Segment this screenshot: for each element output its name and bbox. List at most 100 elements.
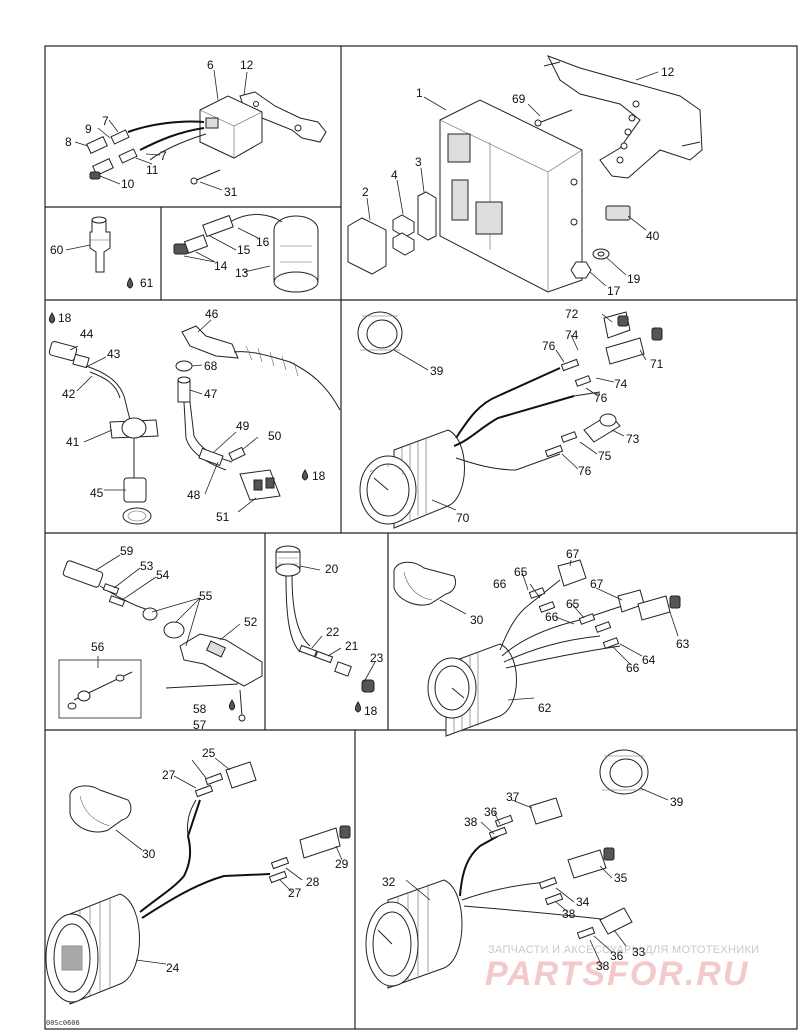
callout-70: 70 xyxy=(456,511,470,525)
callout-69: 69 xyxy=(512,92,526,106)
callout-66b: 66 xyxy=(545,610,559,624)
callout-38: 38 xyxy=(464,815,478,829)
callout-7: 7 xyxy=(102,114,109,128)
callout-67b: 67 xyxy=(590,577,604,591)
callout-61: 61 xyxy=(140,276,154,290)
callout-76b: 76 xyxy=(594,391,608,405)
callout-41: 41 xyxy=(66,435,80,449)
callout-62: 62 xyxy=(538,701,552,715)
callout-24: 24 xyxy=(166,961,180,975)
panel-gauge-24 xyxy=(45,757,351,1005)
callout-30b: 30 xyxy=(142,847,156,861)
callout-56: 56 xyxy=(91,640,105,654)
callout-55: 55 xyxy=(199,589,213,603)
callout-25: 25 xyxy=(202,746,216,760)
callout-63: 63 xyxy=(676,637,690,651)
callout-11: 11 xyxy=(146,163,159,177)
callout-74b: 74 xyxy=(614,377,628,391)
callout-47: 47 xyxy=(204,387,218,401)
callout-42: 42 xyxy=(62,387,76,401)
callout-31: 31 xyxy=(224,185,238,199)
callout-60: 60 xyxy=(50,243,64,257)
callout-75: 75 xyxy=(598,449,612,463)
callout-4: 4 xyxy=(391,168,398,182)
callout-35: 35 xyxy=(614,871,628,885)
panel-module-small xyxy=(74,69,327,191)
callout-40: 40 xyxy=(646,229,660,243)
callout-28: 28 xyxy=(306,875,320,889)
callout-21: 21 xyxy=(345,639,359,653)
callout-9: 9 xyxy=(85,122,92,136)
drawing-reference: 00Sc0606 xyxy=(46,1019,80,1027)
callout-22: 22 xyxy=(326,625,340,639)
callout-34: 34 xyxy=(576,895,590,909)
callout-14: 14 xyxy=(214,259,228,273)
callout-17: 17 xyxy=(607,284,621,298)
callout-2: 2 xyxy=(362,185,369,199)
callout-27: 27 xyxy=(162,768,176,782)
callout-67: 67 xyxy=(566,547,580,561)
callout-39b: 39 xyxy=(670,795,684,809)
callout-12b: 12 xyxy=(661,65,675,79)
watermark-brand: PARTSFOR.RU xyxy=(485,955,749,993)
panel-temp-sensor xyxy=(275,545,376,713)
callout-36b: 36 xyxy=(610,949,624,963)
callout-76: 76 xyxy=(542,339,556,353)
callout-12: 12 xyxy=(240,58,254,72)
callout-52: 52 xyxy=(244,615,258,629)
callout-8: 8 xyxy=(65,135,72,149)
callout-19: 19 xyxy=(627,272,641,286)
callout-labels: 6 12 7 9 8 7 11 10 31 1 12 69 3 4 2 40 1… xyxy=(50,58,690,975)
callout-65b: 65 xyxy=(566,597,580,611)
callout-73: 73 xyxy=(626,432,640,446)
callout-59: 59 xyxy=(120,544,134,558)
callout-23: 23 xyxy=(370,651,384,665)
callout-68: 68 xyxy=(204,359,218,373)
watermark: ЗАПЧАСТИ И АКСЕССУАРЫ ДЛЯ МОТОТЕХНИКИ PA… xyxy=(485,944,759,993)
panel-gauge-70 xyxy=(357,311,663,529)
callout-18c: 18 xyxy=(364,704,378,718)
callout-36: 36 xyxy=(484,805,498,819)
callout-18b: 18 xyxy=(312,469,326,483)
callout-15: 15 xyxy=(237,243,251,257)
callout-43: 43 xyxy=(107,347,121,361)
callout-76c: 76 xyxy=(578,464,592,478)
callout-27b: 27 xyxy=(288,886,302,900)
panel-gauge-62 xyxy=(393,559,681,737)
callout-33: 33 xyxy=(632,945,646,959)
watermark-caption: ЗАПЧАСТИ И АКСЕССУАРЫ ДЛЯ МОТОТЕХНИКИ xyxy=(488,944,759,956)
callout-38b: 38 xyxy=(562,907,576,921)
callout-16: 16 xyxy=(256,235,270,249)
callout-65: 65 xyxy=(514,565,528,579)
panel-sender xyxy=(65,216,134,289)
callout-7b: 7 xyxy=(160,149,167,163)
callout-74: 74 xyxy=(565,328,579,342)
panel-gauge-32 xyxy=(365,749,669,989)
callout-64: 64 xyxy=(642,653,656,667)
callout-20: 20 xyxy=(325,562,339,576)
callout-51: 51 xyxy=(216,510,230,524)
callout-66: 66 xyxy=(493,577,507,591)
callout-13: 13 xyxy=(235,266,249,280)
callout-30: 30 xyxy=(470,613,484,627)
panel-harness-52 xyxy=(58,554,263,722)
callout-53: 53 xyxy=(140,559,154,573)
callout-44: 44 xyxy=(80,327,94,341)
callout-57: 57 xyxy=(193,718,207,732)
callout-54: 54 xyxy=(156,568,170,582)
callout-48: 48 xyxy=(187,488,201,502)
callout-38c: 38 xyxy=(596,959,610,973)
callout-45: 45 xyxy=(90,486,104,500)
callout-18a: 18 xyxy=(58,311,72,325)
callout-29: 29 xyxy=(335,857,349,871)
panel-frames xyxy=(44,45,798,1030)
callout-10: 10 xyxy=(121,177,135,191)
callout-46: 46 xyxy=(205,307,219,321)
panel-pump xyxy=(173,214,319,293)
callout-6: 6 xyxy=(207,58,214,72)
callout-37: 37 xyxy=(506,790,520,804)
callout-39: 39 xyxy=(430,364,444,378)
callout-1: 1 xyxy=(416,86,423,100)
panel-level-sender xyxy=(48,312,341,525)
